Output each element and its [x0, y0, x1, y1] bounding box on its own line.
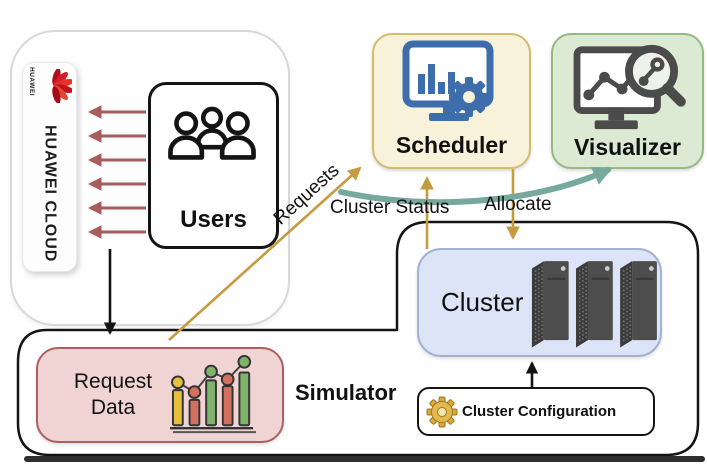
huawei-cloud-badge: HUAWEI HUAWEI CLOUD	[22, 62, 77, 272]
request-data-label: Request Data	[73, 369, 153, 419]
scheduler-label: Scheduler	[395, 132, 508, 158]
colored-barchart-trend-icon	[170, 354, 256, 434]
golden-gear-icon	[426, 396, 458, 427]
visualizer-node: Visualizer	[551, 33, 704, 169]
slide-edge-bar	[24, 456, 705, 462]
cluster-configuration-label: Cluster Configuration	[462, 403, 617, 420]
huawei-logo-icon	[52, 69, 72, 103]
server-towers-icon	[532, 261, 658, 348]
scheduler-node: Scheduler	[372, 33, 531, 169]
allocate-edge-label: Allocate	[484, 194, 552, 215]
huawei-brand-small: HUAWEI	[28, 67, 35, 96]
people-group-icon	[168, 106, 256, 160]
users-label: Users	[180, 206, 247, 233]
cluster-node: Cluster	[417, 248, 662, 357]
monitor-barchart-gear-icon	[402, 40, 493, 121]
request-data-node: Request Data	[36, 347, 284, 443]
monitor-linechart-magnifier-icon	[573, 44, 686, 130]
visualizer-label: Visualizer	[574, 134, 681, 160]
cluster-label: Cluster	[441, 287, 524, 317]
simulator-label: Simulator	[295, 380, 397, 405]
huawei-cloud-label: HUAWEI CLOUD	[41, 125, 59, 263]
cluster-status-edge-label: Cluster Status	[330, 197, 450, 218]
cluster-configuration-node: Cluster Configuration	[417, 387, 655, 436]
